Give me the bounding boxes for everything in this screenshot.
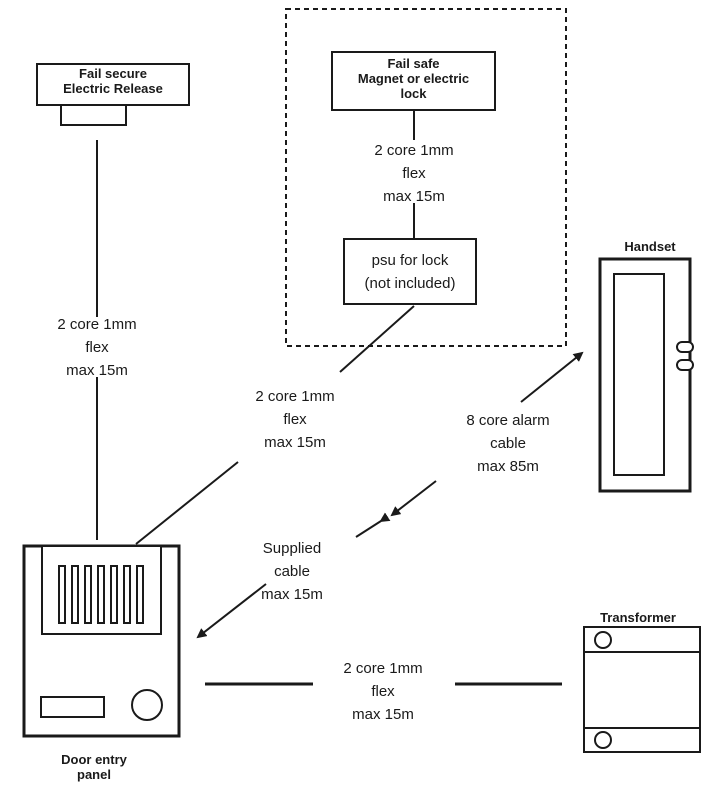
cable-label-transformer-to-panel: 2 core 1mm flex max 15m bbox=[308, 657, 458, 726]
door-entry-panel-nameplate bbox=[40, 696, 105, 718]
cable-label-release-to-panel: 2 core 1mm flex max 15m bbox=[22, 313, 172, 382]
label-line: Door entry bbox=[61, 752, 127, 767]
fail-safe-enclosure bbox=[285, 8, 567, 347]
fail-safe-lock-box bbox=[331, 51, 496, 111]
handset-receiver bbox=[613, 273, 665, 476]
label-line: flex bbox=[283, 411, 307, 428]
label-line: 2 core 1mm bbox=[343, 660, 423, 677]
label-line: cable bbox=[490, 435, 526, 452]
label-line: 2 core 1mm bbox=[57, 316, 137, 333]
label-line: psu for lock bbox=[371, 252, 449, 269]
label-line: flex bbox=[85, 339, 109, 356]
fail-secure-release-label: Fail secure Electric Release bbox=[37, 66, 189, 96]
transformer-label: Transformer bbox=[600, 610, 676, 625]
wire-psu-to-panel bbox=[339, 305, 415, 373]
fail-secure-release-keeper bbox=[60, 104, 127, 126]
lock-psu-box bbox=[343, 238, 477, 305]
label-line: max 15m bbox=[264, 434, 326, 451]
label-line: max 85m bbox=[477, 458, 539, 475]
label-line: lock bbox=[400, 86, 427, 101]
cable-label-supplied: Supplied cable max 15m bbox=[222, 537, 362, 606]
speaker-grille bbox=[58, 565, 144, 624]
label-line: 2 core 1mm bbox=[374, 142, 454, 159]
label-line: cable bbox=[274, 563, 310, 580]
transformer-terminal bbox=[594, 631, 612, 649]
label-line: max 15m bbox=[352, 706, 414, 723]
supplied-cable-arrow bbox=[355, 512, 391, 538]
label-line: flex bbox=[402, 165, 426, 182]
label-line: 8 core alarm bbox=[466, 412, 550, 429]
lock-psu-label: psu for lock (not included) bbox=[344, 249, 476, 295]
supplied-cable-arrow bbox=[196, 583, 267, 639]
label-line: max 15m bbox=[261, 586, 323, 603]
label-line: flex bbox=[371, 683, 395, 700]
handset-button bbox=[676, 359, 694, 371]
label-line: max 15m bbox=[66, 362, 128, 379]
fail-safe-lock-label: Fail safe Magnet or electric lock bbox=[332, 56, 495, 101]
label-line: 2 core 1mm bbox=[255, 388, 335, 405]
cable-label-lock-to-psu: 2 core 1mm flex max 15m bbox=[339, 139, 489, 208]
label-line: Magnet or electric bbox=[357, 71, 470, 86]
door-entry-panel-label: Door entry panel bbox=[34, 752, 154, 782]
label-line: Electric Release bbox=[63, 81, 163, 96]
handset-cable-arrow bbox=[520, 351, 584, 403]
label-line: Fail secure bbox=[79, 66, 147, 81]
handset-cable-arrow bbox=[390, 480, 437, 517]
label-line: (not included) bbox=[364, 275, 456, 292]
handset-button bbox=[676, 341, 694, 353]
cable-label-psu-to-panel: 2 core 1mm flex max 15m bbox=[220, 385, 370, 454]
label-line: Fail safe bbox=[387, 56, 440, 71]
wire-psu-to-panel bbox=[135, 461, 239, 545]
handset-label: Handset bbox=[624, 239, 676, 254]
cable-label-handset-alarm: 8 core alarm cable max 85m bbox=[433, 409, 583, 478]
door-entry-panel-call-button bbox=[131, 689, 163, 721]
label-line: panel bbox=[77, 767, 111, 782]
transformer-terminal bbox=[594, 731, 612, 749]
label-line: max 15m bbox=[383, 188, 445, 205]
label-line: Supplied bbox=[262, 540, 322, 557]
